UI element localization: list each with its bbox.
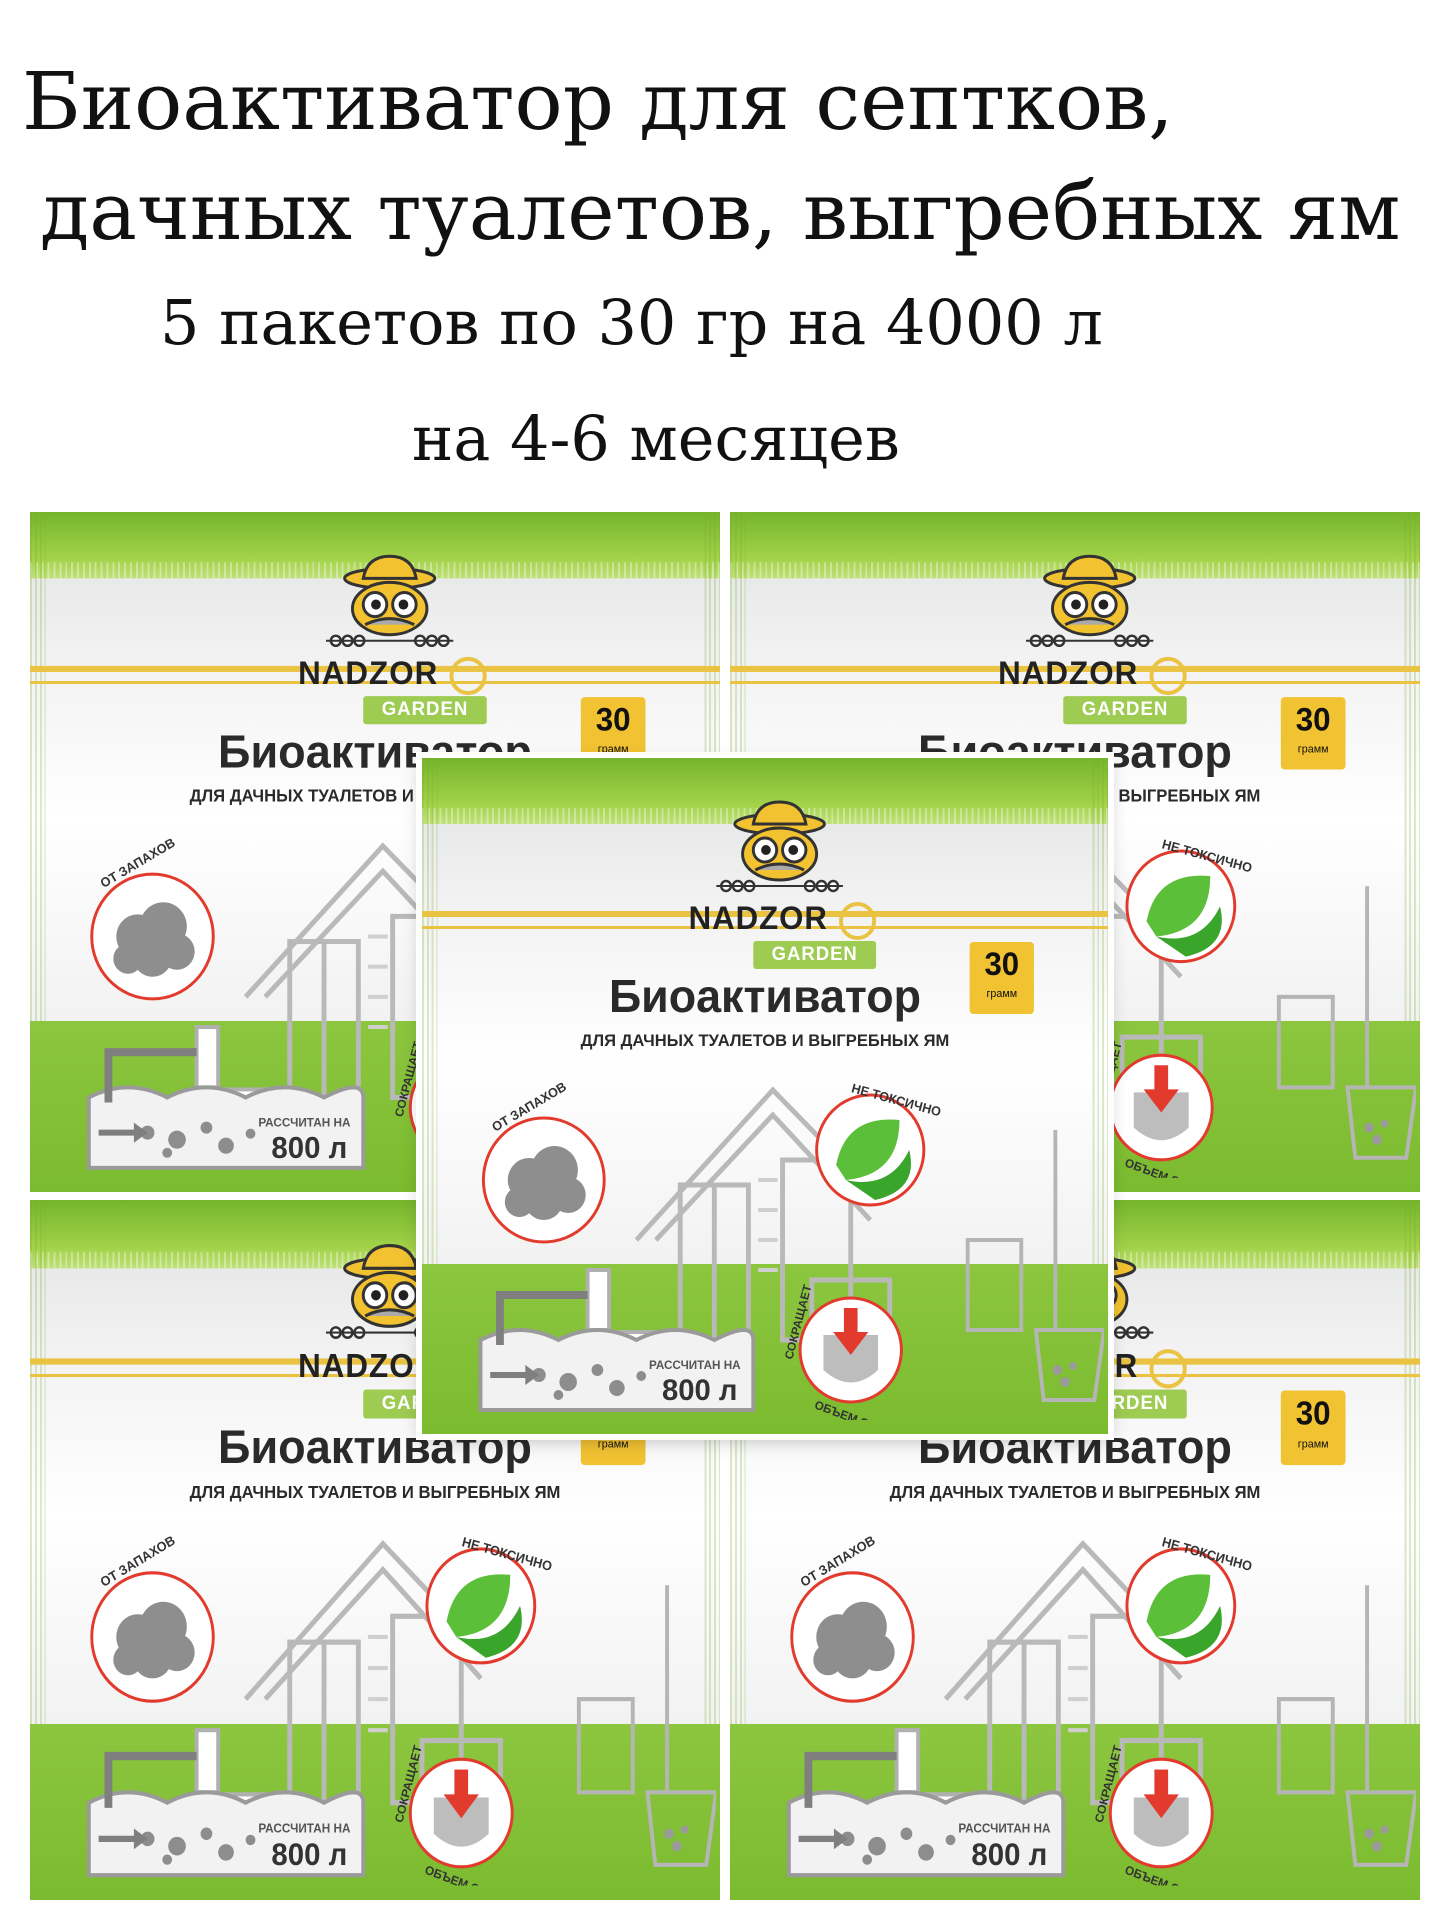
down-arrow-icon: СОКРАЩАЕТ ОБЪЕМ ОТХОДОВ: [392, 1743, 528, 1885]
cloud-icon: ОТ ЗАПАХОВ: [790, 1532, 915, 1703]
cloud-icon: ОТ ЗАПАХОВ: [90, 835, 215, 1001]
gold-stripe: [30, 1358, 720, 1365]
weight-badge: 30 грамм: [580, 697, 646, 770]
mascot-frog-icon: [716, 800, 843, 893]
gear-icon: [1149, 1348, 1188, 1388]
brand-logo: NADZOR: [295, 653, 491, 695]
capacity-label: РАССЧИТАН НА: [649, 1358, 741, 1372]
weight-badge: 30 грамм: [1280, 697, 1346, 770]
capacity-label: РАССЧИТАН НА: [258, 1821, 351, 1836]
leaf-icon: НЕ ТОКСИЧНО: [425, 1534, 554, 1665]
packet-subtitle: ДЛЯ ДАЧНЫХ ТУАЛЕТОВ И ВЫГРЕБНЫХ ЯМ: [189, 1482, 561, 1503]
capacity-value: 800 л: [661, 1374, 738, 1407]
packet-subtitle: ДЛЯ ДАЧНЫХ ТУАЛЕТОВ И ВЫГРЕБНЫХ ЯМ: [580, 1031, 950, 1050]
leaf-icon: НЕ ТОКСИЧНО: [815, 1080, 943, 1207]
gear-icon: [449, 656, 488, 695]
septic-tank-icon: [86, 1751, 366, 1878]
capacity-value: 800 л: [271, 1837, 348, 1873]
weight-badge: 30 грамм: [1280, 1390, 1346, 1466]
headline-line-2: дачных туалетов, выгребных ям: [40, 165, 1401, 258]
garden-label: GARDEN: [363, 696, 487, 725]
headline-line-3: 5 пакетов по 30 гр на 4000 л: [160, 286, 1103, 359]
mascot-frog-icon: [325, 1244, 454, 1340]
mascot-frog-icon: [325, 554, 454, 648]
leaf-icon: НЕ ТОКСИЧНО: [1125, 836, 1254, 964]
packet-bottom-right: NADZOR GARDEN 30 грамм Биоактиватор ДЛЯ …: [730, 1200, 1420, 1900]
gear-icon: [1149, 656, 1188, 695]
capacity-value: 800 л: [971, 1837, 1048, 1873]
product-illustration: ОТ ЗАПАХОВ НЕ ТОКСИЧНО СОКРАЩАЕТ ОБЪЕМ О…: [786, 1532, 1417, 1886]
gold-stripe: [422, 911, 1108, 917]
down-arrow-icon: СОКРАЩАЕТ ОБЪЕМ ОТХОДОВ: [1092, 1039, 1229, 1178]
packet-title: Биоактиватор: [608, 970, 922, 1022]
capacity-label: РАССЧИТАН НА: [958, 1821, 1051, 1836]
garden-label: GARDEN: [753, 941, 877, 969]
cloud-icon: ОТ ЗАПАХОВ: [481, 1079, 606, 1244]
product-illustration: ОТ ЗАПАХОВ НЕ ТОКСИЧНО СОКРАЩАЕТ ОБЪЕМ О…: [478, 1079, 1105, 1420]
brand-logo: NADZOR: [685, 898, 880, 940]
down-arrow-icon: СОКРАЩАЕТ ОБЪЕМ ОТХОДОВ: [1092, 1743, 1228, 1885]
leaf-icon: НЕ ТОКСИЧНО: [1125, 1534, 1254, 1665]
gear-icon: [839, 901, 877, 940]
garden-label: GARDEN: [1063, 696, 1187, 725]
packet-front-center: NADZOR GARDEN 30 грамм Биоактиватор ДЛЯ …: [422, 758, 1108, 1434]
headline-line-1: Биоактиватор для септков,: [22, 55, 1174, 148]
packet-subtitle: ДЛЯ ДАЧНЫХ ТУАЛЕТОВ И ВЫГРЕБНЫХ ЯМ: [889, 1482, 1261, 1503]
septic-tank-icon: [86, 1048, 366, 1170]
brand-logo: NADZOR: [995, 653, 1191, 695]
cloud-icon: ОТ ЗАПАХОВ: [90, 1532, 215, 1703]
weight-badge: 30 грамм: [969, 942, 1034, 1014]
septic-tank-icon: [786, 1751, 1066, 1878]
headline-line-4: на 4-6 месяцев: [412, 402, 900, 475]
down-arrow-icon: СОКРАЩАЕТ ОБЪЕМ ОТХОДОВ: [782, 1282, 918, 1420]
capacity-value: 800 л: [271, 1131, 348, 1165]
mascot-frog-icon: [1025, 554, 1154, 648]
gold-stripe: [730, 665, 1420, 672]
gold-stripe: [30, 665, 720, 672]
septic-tank-icon: [478, 1291, 756, 1412]
product-illustration: ОТ ЗАПАХОВ НЕ ТОКСИЧНО СОКРАЩАЕТ ОБЪЕМ О…: [86, 1532, 717, 1886]
capacity-label: РАССЧИТАН НА: [258, 1115, 351, 1130]
